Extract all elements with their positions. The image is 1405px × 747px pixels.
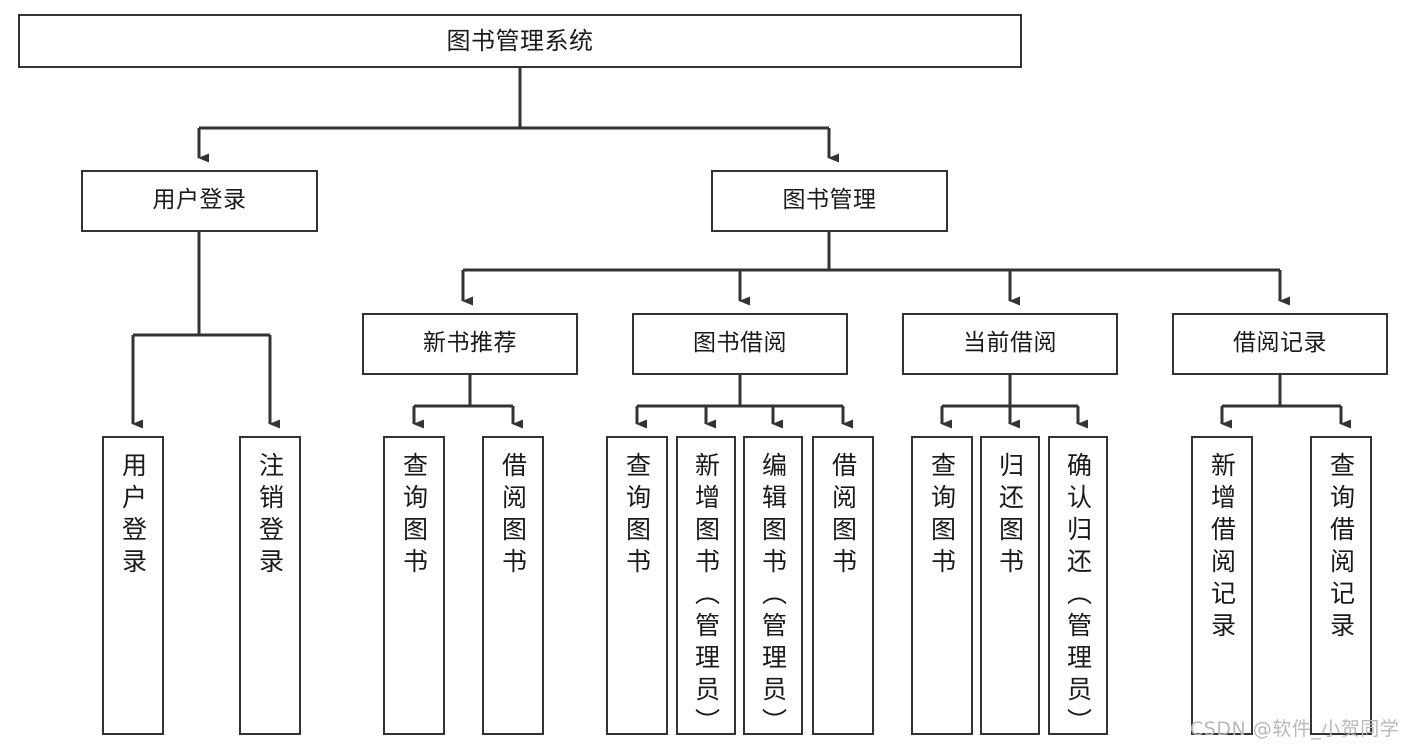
node-leaf-return-book-label: 归还图书	[995, 452, 1025, 580]
node-leaf-query-record[interactable]: 查询借阅记录	[1310, 436, 1372, 735]
node-book-manage-label: 图书管理	[782, 187, 877, 214]
node-leaf-user-login[interactable]: 用户登录	[102, 436, 164, 735]
node-current-borrow[interactable]: 当前借阅	[902, 313, 1118, 375]
node-leaf-edit-book[interactable]: 编辑图书（管理员）	[743, 436, 803, 735]
node-root-label: 图书管理系统	[446, 26, 594, 55]
node-user-login-label: 用户登录	[152, 187, 247, 214]
node-book-manage[interactable]: 图书管理	[711, 170, 948, 232]
node-leaf-query-book-1[interactable]: 查询图书	[383, 436, 445, 735]
node-root[interactable]: 图书管理系统	[18, 14, 1022, 68]
node-leaf-query-book-2[interactable]: 查询图书	[606, 436, 668, 735]
node-leaf-borrow-book-1-label: 借阅图书	[498, 452, 528, 580]
node-leaf-query-book-1-label: 查询图书	[399, 452, 429, 580]
node-borrow-record-label: 借阅记录	[1233, 330, 1327, 357]
node-leaf-borrow-book-2-label: 借阅图书	[828, 452, 858, 580]
csdn-watermark: CSDN @软件_小贺同学	[1190, 718, 1400, 740]
node-leaf-logout[interactable]: 注销登录	[239, 436, 301, 735]
node-user-login[interactable]: 用户登录	[81, 170, 318, 232]
node-book-borrow-label: 图书借阅	[693, 330, 787, 357]
node-leaf-add-record-label: 新增借阅记录	[1207, 452, 1237, 644]
node-leaf-confirm-return-label: 确认归还（管理员）	[1063, 452, 1093, 735]
node-leaf-add-book-label: 新增图书（管理员）	[691, 452, 721, 735]
node-leaf-confirm-return[interactable]: 确认归还（管理员）	[1048, 436, 1108, 735]
node-leaf-query-book-2-label: 查询图书	[622, 452, 652, 580]
node-leaf-borrow-book-1[interactable]: 借阅图书	[482, 436, 544, 735]
node-borrow-record[interactable]: 借阅记录	[1172, 313, 1388, 375]
node-book-borrow[interactable]: 图书借阅	[632, 313, 848, 375]
node-leaf-edit-book-label: 编辑图书（管理员）	[758, 452, 788, 735]
node-leaf-query-book-3-label: 查询图书	[927, 452, 957, 580]
node-new-book-rec-label: 新书推荐	[423, 330, 517, 357]
node-leaf-user-login-label: 用户登录	[118, 452, 148, 580]
node-leaf-add-record[interactable]: 新增借阅记录	[1191, 436, 1253, 735]
node-leaf-logout-label: 注销登录	[255, 452, 285, 580]
node-current-borrow-label: 当前借阅	[963, 330, 1057, 357]
node-leaf-borrow-book-2[interactable]: 借阅图书	[812, 436, 874, 735]
node-leaf-query-record-label: 查询借阅记录	[1326, 452, 1356, 644]
node-leaf-return-book[interactable]: 归还图书	[980, 436, 1040, 735]
node-new-book-rec[interactable]: 新书推荐	[362, 313, 578, 375]
node-leaf-add-book[interactable]: 新增图书（管理员）	[676, 436, 736, 735]
node-leaf-query-book-3[interactable]: 查询图书	[911, 436, 973, 735]
